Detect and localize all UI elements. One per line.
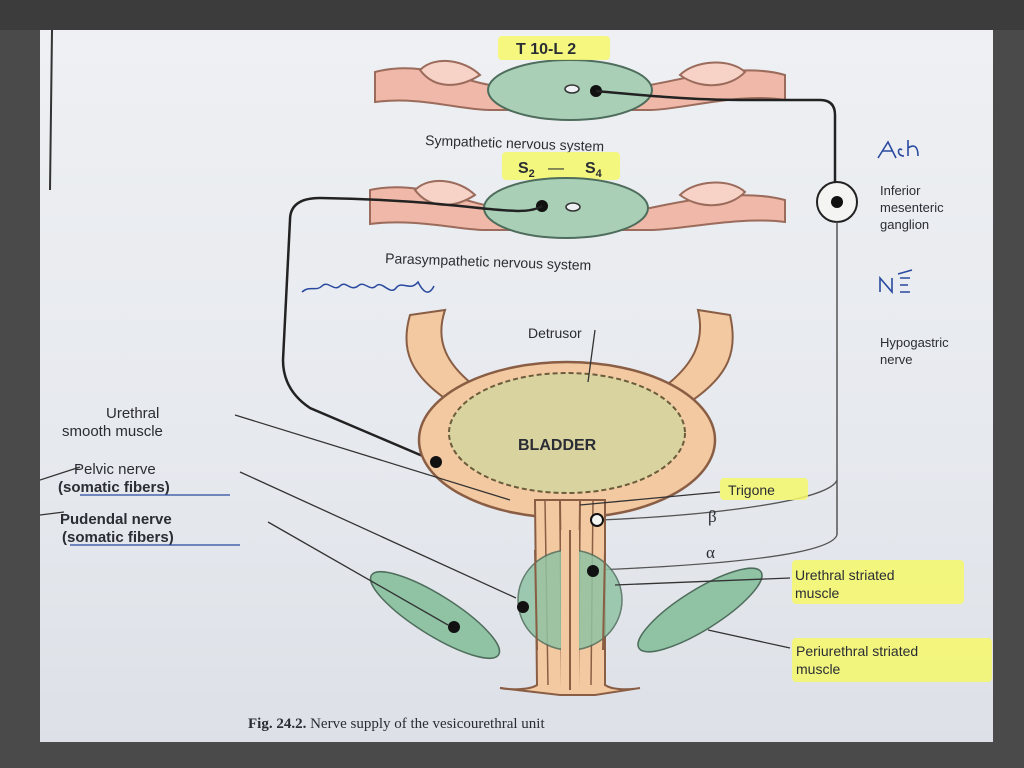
highlight xyxy=(502,152,620,180)
pudendal-nerve-label: Pudendal nerve xyxy=(60,511,172,528)
beta-fiber xyxy=(599,479,838,521)
nerve-ending xyxy=(590,513,604,527)
page-edge xyxy=(49,30,53,191)
pelvic-nerve-subtitle: (somatic fibers) xyxy=(58,479,170,496)
hypogastric-label-1: Hypogastric xyxy=(880,335,949,350)
urethral-striated-label-1: Urethral striated xyxy=(795,567,895,583)
spinal-level-s2: S2 xyxy=(518,160,535,180)
urethral-smooth-label-2: smooth muscle xyxy=(62,423,163,440)
inferior-mesenteric-ganglion xyxy=(816,181,858,223)
urethral-smooth-label-1: Urethral xyxy=(106,405,159,422)
leader-lines xyxy=(40,329,791,649)
alpha-label: α xyxy=(706,543,715,562)
ganglion-label-3: ganglion xyxy=(880,217,929,232)
beta-label: β xyxy=(708,507,717,526)
diagram-photo: T 10-L 2 Sympathetic nervous system S2 —… xyxy=(40,30,993,742)
sympathetic-label: Sympathetic nervous system xyxy=(425,132,604,154)
spinal-level-s4: S4 xyxy=(585,160,603,180)
ganglion-label-1: Inferior xyxy=(880,183,921,198)
alpha-fiber xyxy=(594,534,838,571)
highlight xyxy=(792,638,992,682)
spinal-level-top: T 10-L 2 xyxy=(516,41,576,58)
pelvic-nerve-label: Pelvic nerve xyxy=(74,461,156,478)
nerve-supply-diagram: T 10-L 2 Sympathetic nervous system S2 —… xyxy=(40,30,992,732)
pudendal-nerve-subtitle: (somatic fibers) xyxy=(62,529,174,546)
periurethral-muscle-right xyxy=(637,567,763,653)
periurethral-label-2: muscle xyxy=(796,661,841,677)
highlight xyxy=(792,560,964,604)
slide-frame-top xyxy=(0,0,1024,30)
figure-caption: Fig. 24.2. Nerve supply of the vesicoure… xyxy=(248,716,545,732)
nerve-ending xyxy=(430,456,442,468)
spinal-level-dash: — xyxy=(548,160,564,177)
hypogastric-label-2: nerve xyxy=(880,352,913,367)
handwritten-ne-mark xyxy=(879,269,913,295)
trigone-label: Trigone xyxy=(728,482,775,498)
bladder-label: BLADDER xyxy=(518,437,597,454)
bladder-structure xyxy=(405,308,734,696)
ganglion-label-2: mesenteric xyxy=(880,200,944,215)
highlight xyxy=(498,36,610,60)
pelvic-parasympathetic-path xyxy=(281,196,543,462)
handwritten-ach-mark xyxy=(877,140,919,159)
sympathetic-nerve-path xyxy=(595,89,837,188)
periurethral-muscle-left xyxy=(369,571,501,659)
detrusor-label: Detrusor xyxy=(528,325,582,341)
parasympathetic-label: Parasympathetic nervous system xyxy=(385,250,592,273)
urethra-overlay xyxy=(534,549,606,651)
nerve-ending xyxy=(587,565,599,577)
handwritten-cholinergic-mark xyxy=(301,280,435,293)
sympathetic-spinal-segment xyxy=(374,59,786,121)
periurethral-label-1: Periurethral striated xyxy=(796,643,918,659)
nerve-ending xyxy=(517,601,529,613)
nerve-ending xyxy=(448,621,460,633)
urethral-striated-label-2: muscle xyxy=(795,585,840,601)
parasympathetic-spinal-segment xyxy=(369,177,786,239)
highlight xyxy=(720,478,808,500)
